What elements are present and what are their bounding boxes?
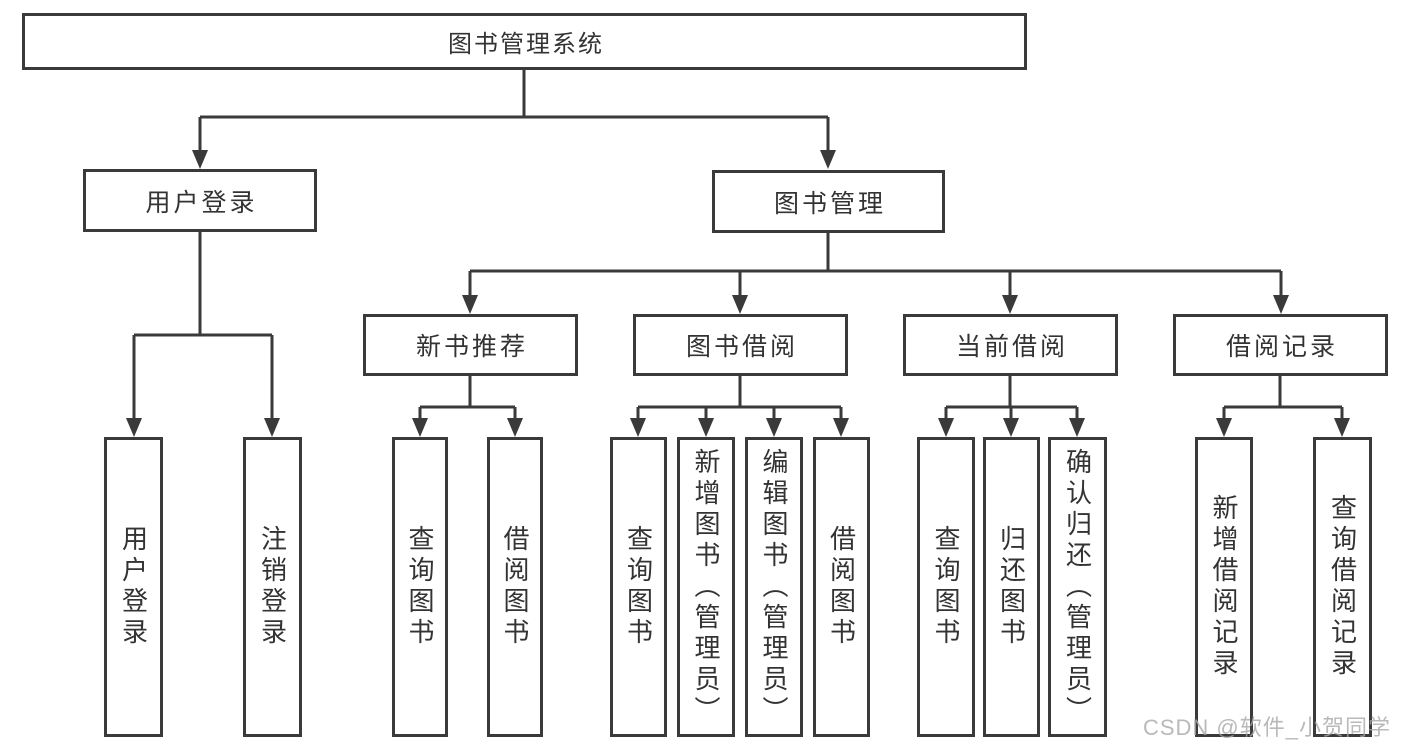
connector-root-to-level2 — [192, 70, 836, 169]
node-user-login: 用户登录 — [83, 169, 317, 232]
connector-borrowing-records-to-leaves — [1216, 376, 1350, 437]
csdn-watermark: CSDN @软件_小贺同学 — [1142, 715, 1391, 740]
node-current-borrowing: 当前借阅 — [903, 314, 1118, 376]
leaf-borrow-books-under-new-book: 借阅图书 — [487, 437, 543, 737]
leaf-user-login: 用户登录 — [104, 437, 163, 737]
connector-book-management-to-level3 — [462, 233, 1289, 314]
node-new-book-recommendation: 新书推荐 — [363, 314, 578, 376]
leaf-query-books-under-borrowing: 查询图书 — [610, 437, 667, 737]
leaf-borrow-books-under-borrowing: 借阅图书 — [813, 437, 870, 737]
node-book-borrowing: 图书借阅 — [633, 314, 848, 376]
node-library-management-system: 图书管理系统 — [22, 13, 1027, 70]
connector-current-borrowing-to-leaves — [938, 376, 1085, 437]
leaf-return-books: 归还图书 — [983, 437, 1040, 737]
leaf-add-borrowing-record: 新增借阅记录 — [1195, 437, 1253, 737]
leaf-add-books-admin: 新增图书（管理员） — [677, 437, 735, 737]
node-book-management: 图书管理 — [712, 170, 945, 233]
node-borrowing-records: 借阅记录 — [1173, 314, 1388, 376]
connector-book-borrowing-to-leaves — [630, 376, 849, 437]
leaf-query-books-under-current: 查询图书 — [917, 437, 975, 737]
leaf-query-borrowing-record: 查询借阅记录 — [1313, 437, 1372, 737]
connector-user-login-to-leaves — [126, 232, 280, 437]
leaf-logout: 注销登录 — [243, 437, 302, 737]
leaf-confirm-return-admin: 确认归还（管理员） — [1048, 437, 1107, 737]
connector-new-book-recommendation-to-leaves — [412, 376, 523, 437]
leaf-query-books-under-new-book: 查询图书 — [392, 437, 448, 737]
leaf-edit-books-admin: 编辑图书（管理员） — [745, 437, 803, 737]
